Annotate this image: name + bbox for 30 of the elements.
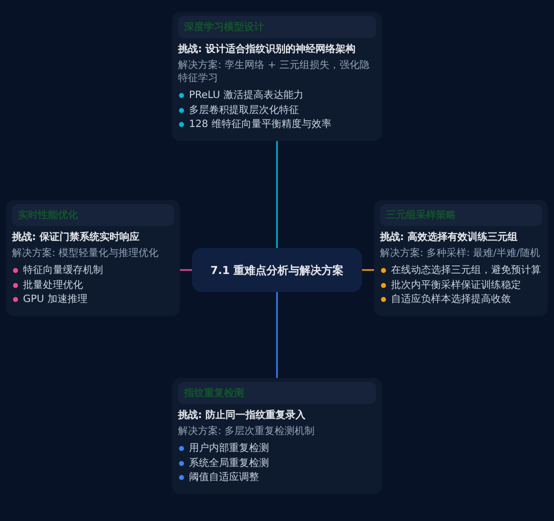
connector-line — [362, 269, 374, 271]
bullet-item: 系统全局重复检测 — [178, 456, 376, 470]
challenge-card — [172, 12, 382, 140]
solution-text: 解决方案: 模型轻量化与推理优化 — [12, 247, 160, 260]
bullet-item: PReLU 激活提高表达能力 — [178, 89, 376, 102]
bullet-item: 自适应负样本选择提高收敛 — [380, 293, 542, 306]
connector-line — [276, 292, 278, 378]
title-box — [192, 248, 362, 292]
bullet-item: GPU 加速推理 — [12, 293, 174, 306]
bullet-item: 在线动态选择三元组，避免预计算 — [380, 264, 542, 278]
bullet-item: 批量处理优化 — [12, 278, 174, 292]
center-title: 7.1 重难点分析与解决方案 — [210, 262, 344, 278]
challenge-text: 挑战: 设计适合指纹识别的神经网络架构 — [178, 43, 356, 56]
challenge-card — [374, 200, 548, 316]
challenge-card — [172, 378, 382, 494]
bullet-item: 128 维特征向量平衡精度与效率 — [178, 118, 376, 132]
connector-line — [276, 141, 278, 248]
bullet-item: 阈值自适应调整 — [178, 471, 376, 484]
solution-text: 解决方案: 多层次重复检测机制 — [178, 425, 316, 438]
bullet-item: 批次内平衡采样保证训练稳定 — [380, 278, 542, 292]
challenge-text: 挑战: 保证门禁系统实时响应 — [12, 231, 140, 244]
connector-line — [180, 269, 192, 271]
solution-text: 解决方案: 孪生网络 + 三元组损失，强化隐特征学习 — [178, 59, 370, 85]
bullet-item: 用户内部重复检测 — [178, 442, 376, 456]
bullet-item: 特征向量缓存机制 — [12, 264, 174, 278]
challenge-card — [6, 200, 180, 316]
bullet-item: 多层卷积提取层次化特征 — [178, 104, 376, 117]
challenge-text: 挑战: 防止同一指纹重复录入 — [178, 409, 306, 422]
challenge-text: 挑战: 高效选择有效训练三元组 — [380, 231, 518, 244]
solution-text: 解决方案: 多种采样: 最难/半难/随机 — [380, 247, 541, 260]
